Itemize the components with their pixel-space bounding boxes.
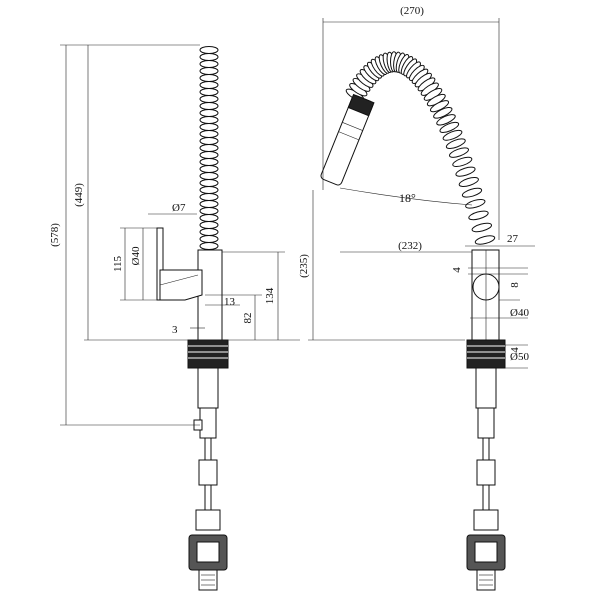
spring-coil: [465, 198, 486, 209]
spring-coil: [199, 193, 219, 201]
dim-reach-width: (270): [400, 5, 424, 17]
side-view: (578) (449) 115 Ø40 Ø7 134 82 13 3: [49, 44, 300, 591]
spring-coil: [199, 88, 219, 96]
dim-lever-diameter: Ø7: [172, 202, 186, 214]
spring-coil: [439, 121, 460, 133]
side-lever: [159, 269, 203, 301]
spring-coil: [445, 138, 466, 150]
dim-hose-width: 27: [507, 233, 519, 245]
spring-coil: [199, 109, 219, 117]
dim-handle-height: 115: [112, 255, 124, 272]
spring-coil: [199, 165, 219, 173]
spring-coil: [199, 158, 219, 166]
dim-gap-bottom: 4: [509, 347, 521, 353]
front-spring: [345, 51, 496, 245]
dim-spout-height: (449): [73, 183, 85, 207]
spring-coil: [199, 137, 219, 145]
spring-coil: [468, 210, 489, 221]
dim-body-height: 134: [264, 287, 276, 304]
spray-head: [320, 93, 375, 186]
side-connector: [195, 509, 221, 531]
dim-base-gap: 3: [172, 324, 178, 336]
spring-coil: [199, 242, 219, 250]
spring-coil: [199, 46, 219, 54]
dim-outlet-height: 82: [242, 313, 254, 324]
spring-coil: [455, 166, 476, 177]
spring-coil: [449, 147, 469, 158]
spring-coil: [436, 114, 456, 126]
spring-coil: [199, 116, 219, 124]
spring-coil: [199, 102, 219, 110]
spring-coil: [199, 67, 219, 75]
spring-coil: [461, 187, 483, 198]
spring-coil: [199, 179, 219, 187]
spring-coil: [199, 53, 219, 61]
spring-coil: [199, 74, 219, 82]
dim-gap-top: 4: [451, 267, 463, 273]
dim-total-height: (578): [49, 223, 61, 247]
dim-spray-reach: (232): [398, 240, 422, 252]
dim-base-diameter: Ø50: [510, 351, 529, 363]
dim-spray-angle: 18°: [399, 191, 416, 205]
spring-coil: [199, 81, 219, 89]
spring-coil: [199, 221, 219, 229]
dim-handle-diameter: Ø40: [130, 246, 142, 265]
side-dimension-lines: [60, 44, 300, 426]
spring-coil: [199, 214, 219, 222]
dim-body-diameter: Ø40: [510, 307, 529, 319]
spring-coil: [199, 123, 219, 131]
spring-coil: [199, 235, 219, 243]
spring-coil: [458, 177, 479, 187]
spring-coil: [199, 151, 219, 159]
dim-collar-height: 8: [509, 282, 521, 288]
spring-coil: [199, 207, 219, 215]
spring-coil: [452, 156, 473, 168]
spring-coil: [199, 144, 219, 152]
spring-coil: [199, 95, 219, 103]
dim-offset: 13: [224, 296, 236, 308]
side-base-nut: [187, 339, 229, 369]
spring-coil: [199, 130, 219, 138]
front-dimension-lines: [308, 18, 535, 369]
spring-coil: [199, 200, 219, 208]
front-view: (270) (232) (235) 18° 27 4 8 Ø40 4 Ø50: [298, 5, 535, 591]
spring-coil: [433, 106, 453, 119]
spring-coil: [199, 172, 219, 180]
side-spring: [199, 46, 219, 250]
spring-coil: [471, 222, 493, 233]
front-connector: [473, 509, 499, 531]
front-base-nut: [466, 339, 506, 369]
spring-coil: [474, 235, 496, 245]
spring-coil: [199, 60, 219, 68]
dim-spray-height: (235): [298, 254, 310, 278]
spring-coil: [199, 228, 219, 236]
spring-coil: [442, 129, 463, 141]
spring-coil: [199, 186, 219, 194]
